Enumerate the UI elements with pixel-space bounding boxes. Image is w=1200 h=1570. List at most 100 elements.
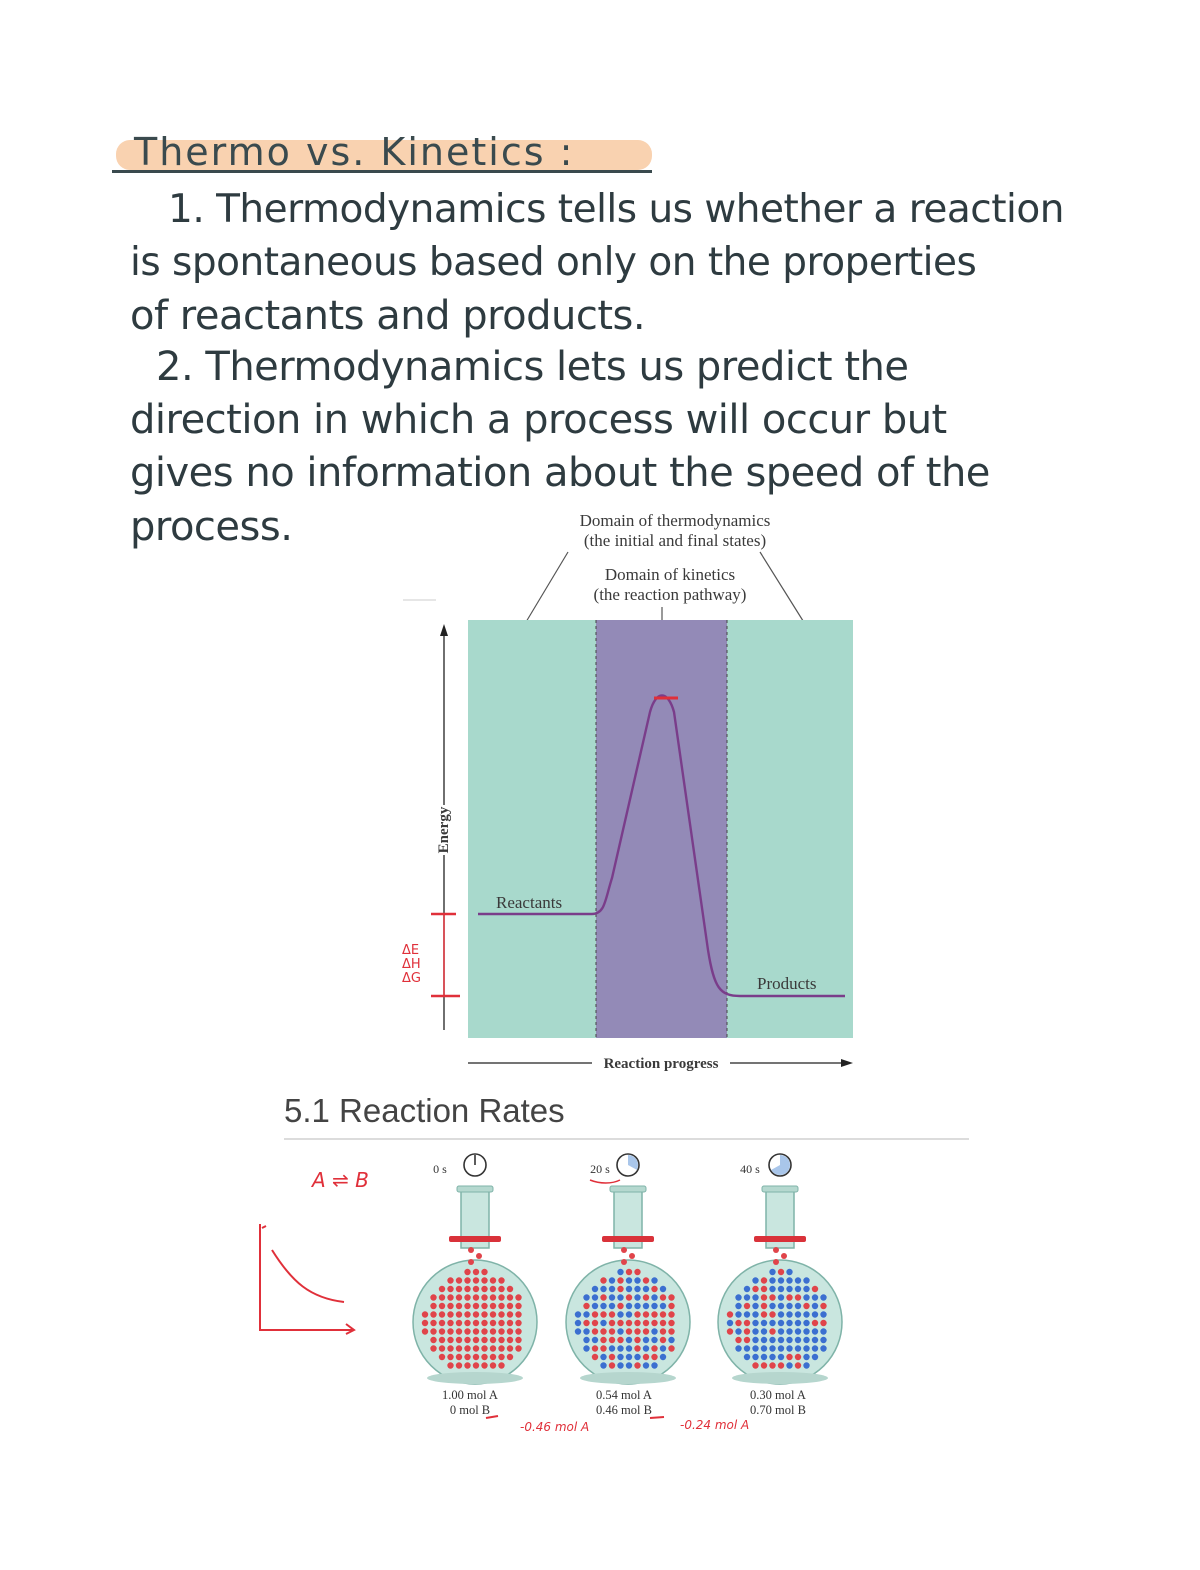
molecule-b	[583, 1311, 590, 1318]
molecule-a	[481, 1302, 488, 1310]
molecule-a	[591, 1345, 599, 1352]
molecule-a	[668, 1302, 675, 1310]
molecule-a	[472, 1345, 480, 1352]
molecule-b	[769, 1345, 776, 1352]
hand-sketched-decay-graph	[259, 1224, 356, 1335]
molecule-a	[455, 1328, 463, 1335]
sketch-decay-curve	[261, 1225, 345, 1303]
molecule-a	[489, 1294, 497, 1301]
molecule-b	[600, 1319, 607, 1327]
molecule-a	[506, 1328, 514, 1335]
molecule-b	[591, 1302, 599, 1310]
molecule-b	[803, 1336, 810, 1344]
molecule-b	[651, 1302, 658, 1310]
molecule-a	[472, 1277, 480, 1284]
mol-underline	[649, 1416, 665, 1419]
molecule-a	[481, 1336, 488, 1344]
molecule-b	[777, 1277, 785, 1284]
flask-lip	[609, 1185, 647, 1193]
molecule-a	[506, 1319, 514, 1327]
molecule-a	[430, 1319, 437, 1327]
molecule-a	[498, 1319, 505, 1327]
molecule-a	[489, 1328, 497, 1335]
molecule-a	[769, 1311, 776, 1318]
molecule-a	[651, 1353, 658, 1361]
molecule-a	[447, 1319, 454, 1327]
molecule-a	[455, 1294, 463, 1301]
y-axis-arrow	[440, 624, 448, 636]
molecule-a	[468, 1259, 474, 1265]
molecule-b	[769, 1353, 776, 1361]
molecule-a	[811, 1285, 819, 1293]
molecule-b	[794, 1277, 802, 1284]
molecule-b	[777, 1328, 785, 1335]
flask-time-label: 20 s	[590, 1162, 610, 1176]
molecule-a	[608, 1336, 616, 1344]
molecule-b	[777, 1336, 785, 1344]
molecule-a	[481, 1268, 488, 1276]
kinetic-domain-label: Domain of kinetics	[604, 565, 736, 584]
molecule-a	[642, 1277, 650, 1284]
molecule-a	[777, 1268, 785, 1276]
flask-stopcock	[602, 1236, 654, 1242]
molecule-b	[820, 1336, 827, 1344]
molecule-a	[752, 1285, 759, 1293]
molecule-a	[668, 1311, 675, 1318]
molecule-b	[608, 1285, 616, 1293]
flask-amounts: 0.30 mol A 0.70 mol B	[728, 1388, 828, 1418]
molecule-a	[642, 1294, 650, 1301]
molecule-a	[743, 1336, 751, 1344]
molecule-a	[583, 1302, 590, 1310]
molecule-a	[438, 1336, 446, 1344]
molecule-a	[781, 1253, 787, 1259]
molecule-a	[447, 1353, 454, 1361]
molecule-b	[735, 1311, 742, 1318]
molecule-a	[642, 1319, 650, 1327]
molecule-a	[498, 1328, 505, 1335]
flask-base-shadow	[732, 1372, 828, 1384]
molecule-a	[668, 1328, 675, 1335]
flask-mol-a: 0.54 mol A	[596, 1388, 652, 1402]
thermo-domain-sublabel: (the initial and final states)	[583, 531, 767, 550]
molecule-a	[472, 1336, 480, 1344]
molecule-b	[811, 1345, 819, 1352]
molecule-b	[642, 1336, 650, 1344]
molecule-a	[773, 1259, 779, 1265]
molecule-b	[794, 1336, 802, 1344]
flask-time-label: 40 s	[740, 1162, 760, 1176]
molecule-b	[786, 1345, 793, 1352]
flask-lip	[761, 1185, 799, 1193]
molecule-a	[489, 1302, 497, 1310]
molecule-a	[506, 1336, 514, 1344]
molecule-b	[625, 1302, 633, 1310]
molecule-a	[515, 1294, 522, 1301]
note-line: gives no information about the speed of …	[130, 450, 990, 496]
thermo-domain-initial	[468, 620, 596, 1038]
flask-amounts: 1.00 mol A 0 mol B	[420, 1388, 520, 1418]
molecule-a	[794, 1353, 802, 1361]
molecule-b	[743, 1294, 751, 1301]
molecule-a	[506, 1302, 514, 1310]
flask-mol-b: 0.46 mol B	[596, 1403, 652, 1417]
molecule-a	[600, 1336, 607, 1344]
molecule-b	[786, 1302, 793, 1310]
molecule-b	[735, 1345, 742, 1352]
molecule-b	[803, 1362, 810, 1369]
molecule-a	[634, 1336, 641, 1344]
molecule-a	[617, 1302, 624, 1310]
sketch-arrow	[345, 1323, 356, 1335]
molecule-b	[777, 1311, 785, 1318]
molecule-b	[625, 1311, 633, 1318]
molecule-b	[794, 1302, 802, 1310]
notes-title: Thermo vs. Kinetics :	[134, 130, 575, 174]
molecule-a	[464, 1336, 471, 1344]
molecule-a	[489, 1277, 497, 1284]
molecule-a	[642, 1328, 650, 1335]
molecule-b	[608, 1302, 616, 1310]
molecule-a	[455, 1319, 463, 1327]
molecule-b	[617, 1345, 624, 1352]
molecule-a	[489, 1319, 497, 1327]
molecule-a	[455, 1302, 463, 1310]
molecule-b	[735, 1302, 742, 1310]
